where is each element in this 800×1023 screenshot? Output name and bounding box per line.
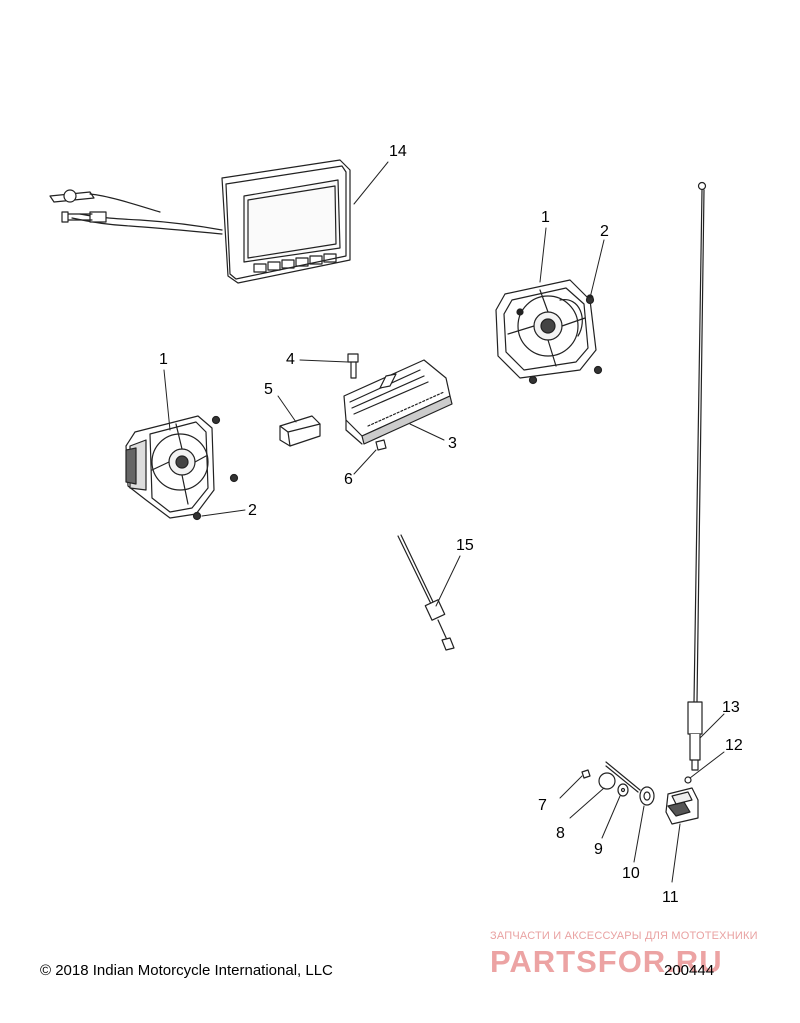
module-5 (279, 415, 321, 447)
callout-14: 14 (389, 143, 407, 160)
callout-labels: 14 1 2 1 2 4 5 3 6 15 13 12 7 8 9 10 11 (159, 143, 743, 906)
probe-15 (397, 534, 455, 651)
callout-4: 4 (286, 351, 295, 368)
screws-left (192, 415, 239, 521)
display-unit (49, 159, 351, 284)
speaker-left (125, 415, 215, 519)
speaker-right (495, 279, 597, 379)
bolt-4 (347, 353, 359, 379)
callout-7: 7 (538, 797, 547, 814)
callout-12: 12 (725, 737, 743, 754)
callout-1-right: 1 (541, 209, 550, 226)
washer-9 (617, 783, 629, 797)
watermark-logo: PARTSFOR.RU (490, 944, 723, 979)
callout-11: 11 (662, 889, 679, 906)
amplifier (343, 359, 453, 445)
screws-right (528, 295, 603, 385)
callout-2-right: 2 (600, 223, 609, 240)
callout-5: 5 (264, 381, 273, 398)
mount-11 (665, 787, 699, 825)
callout-1-left: 1 (159, 351, 168, 368)
leader-lines (163, 161, 725, 883)
callout-3: 3 (448, 435, 457, 452)
callout-13: 13 (722, 699, 740, 716)
callout-9: 9 (594, 841, 603, 858)
callout-15: 15 (456, 537, 474, 554)
callout-6: 6 (344, 471, 353, 488)
washer-12 (684, 776, 692, 784)
watermark-tagline: ЗАПЧАСТИ И АКСЕССУАРЫ ДЛЯ МОТОТЕХНИКИ (490, 930, 758, 942)
callout-8: 8 (556, 825, 565, 842)
bolt-10 (605, 761, 655, 806)
display-buttons (253, 253, 337, 273)
diagram-code: 200444 (664, 962, 715, 979)
antenna-13 (687, 181, 707, 771)
callout-2-left: 2 (248, 502, 257, 519)
nut-6 (375, 439, 387, 451)
washer-8 (598, 772, 616, 790)
callout-10: 10 (622, 865, 640, 882)
copyright-notice: © 2018 Indian Motorcycle International, … (40, 962, 333, 979)
nut-7 (581, 769, 591, 779)
